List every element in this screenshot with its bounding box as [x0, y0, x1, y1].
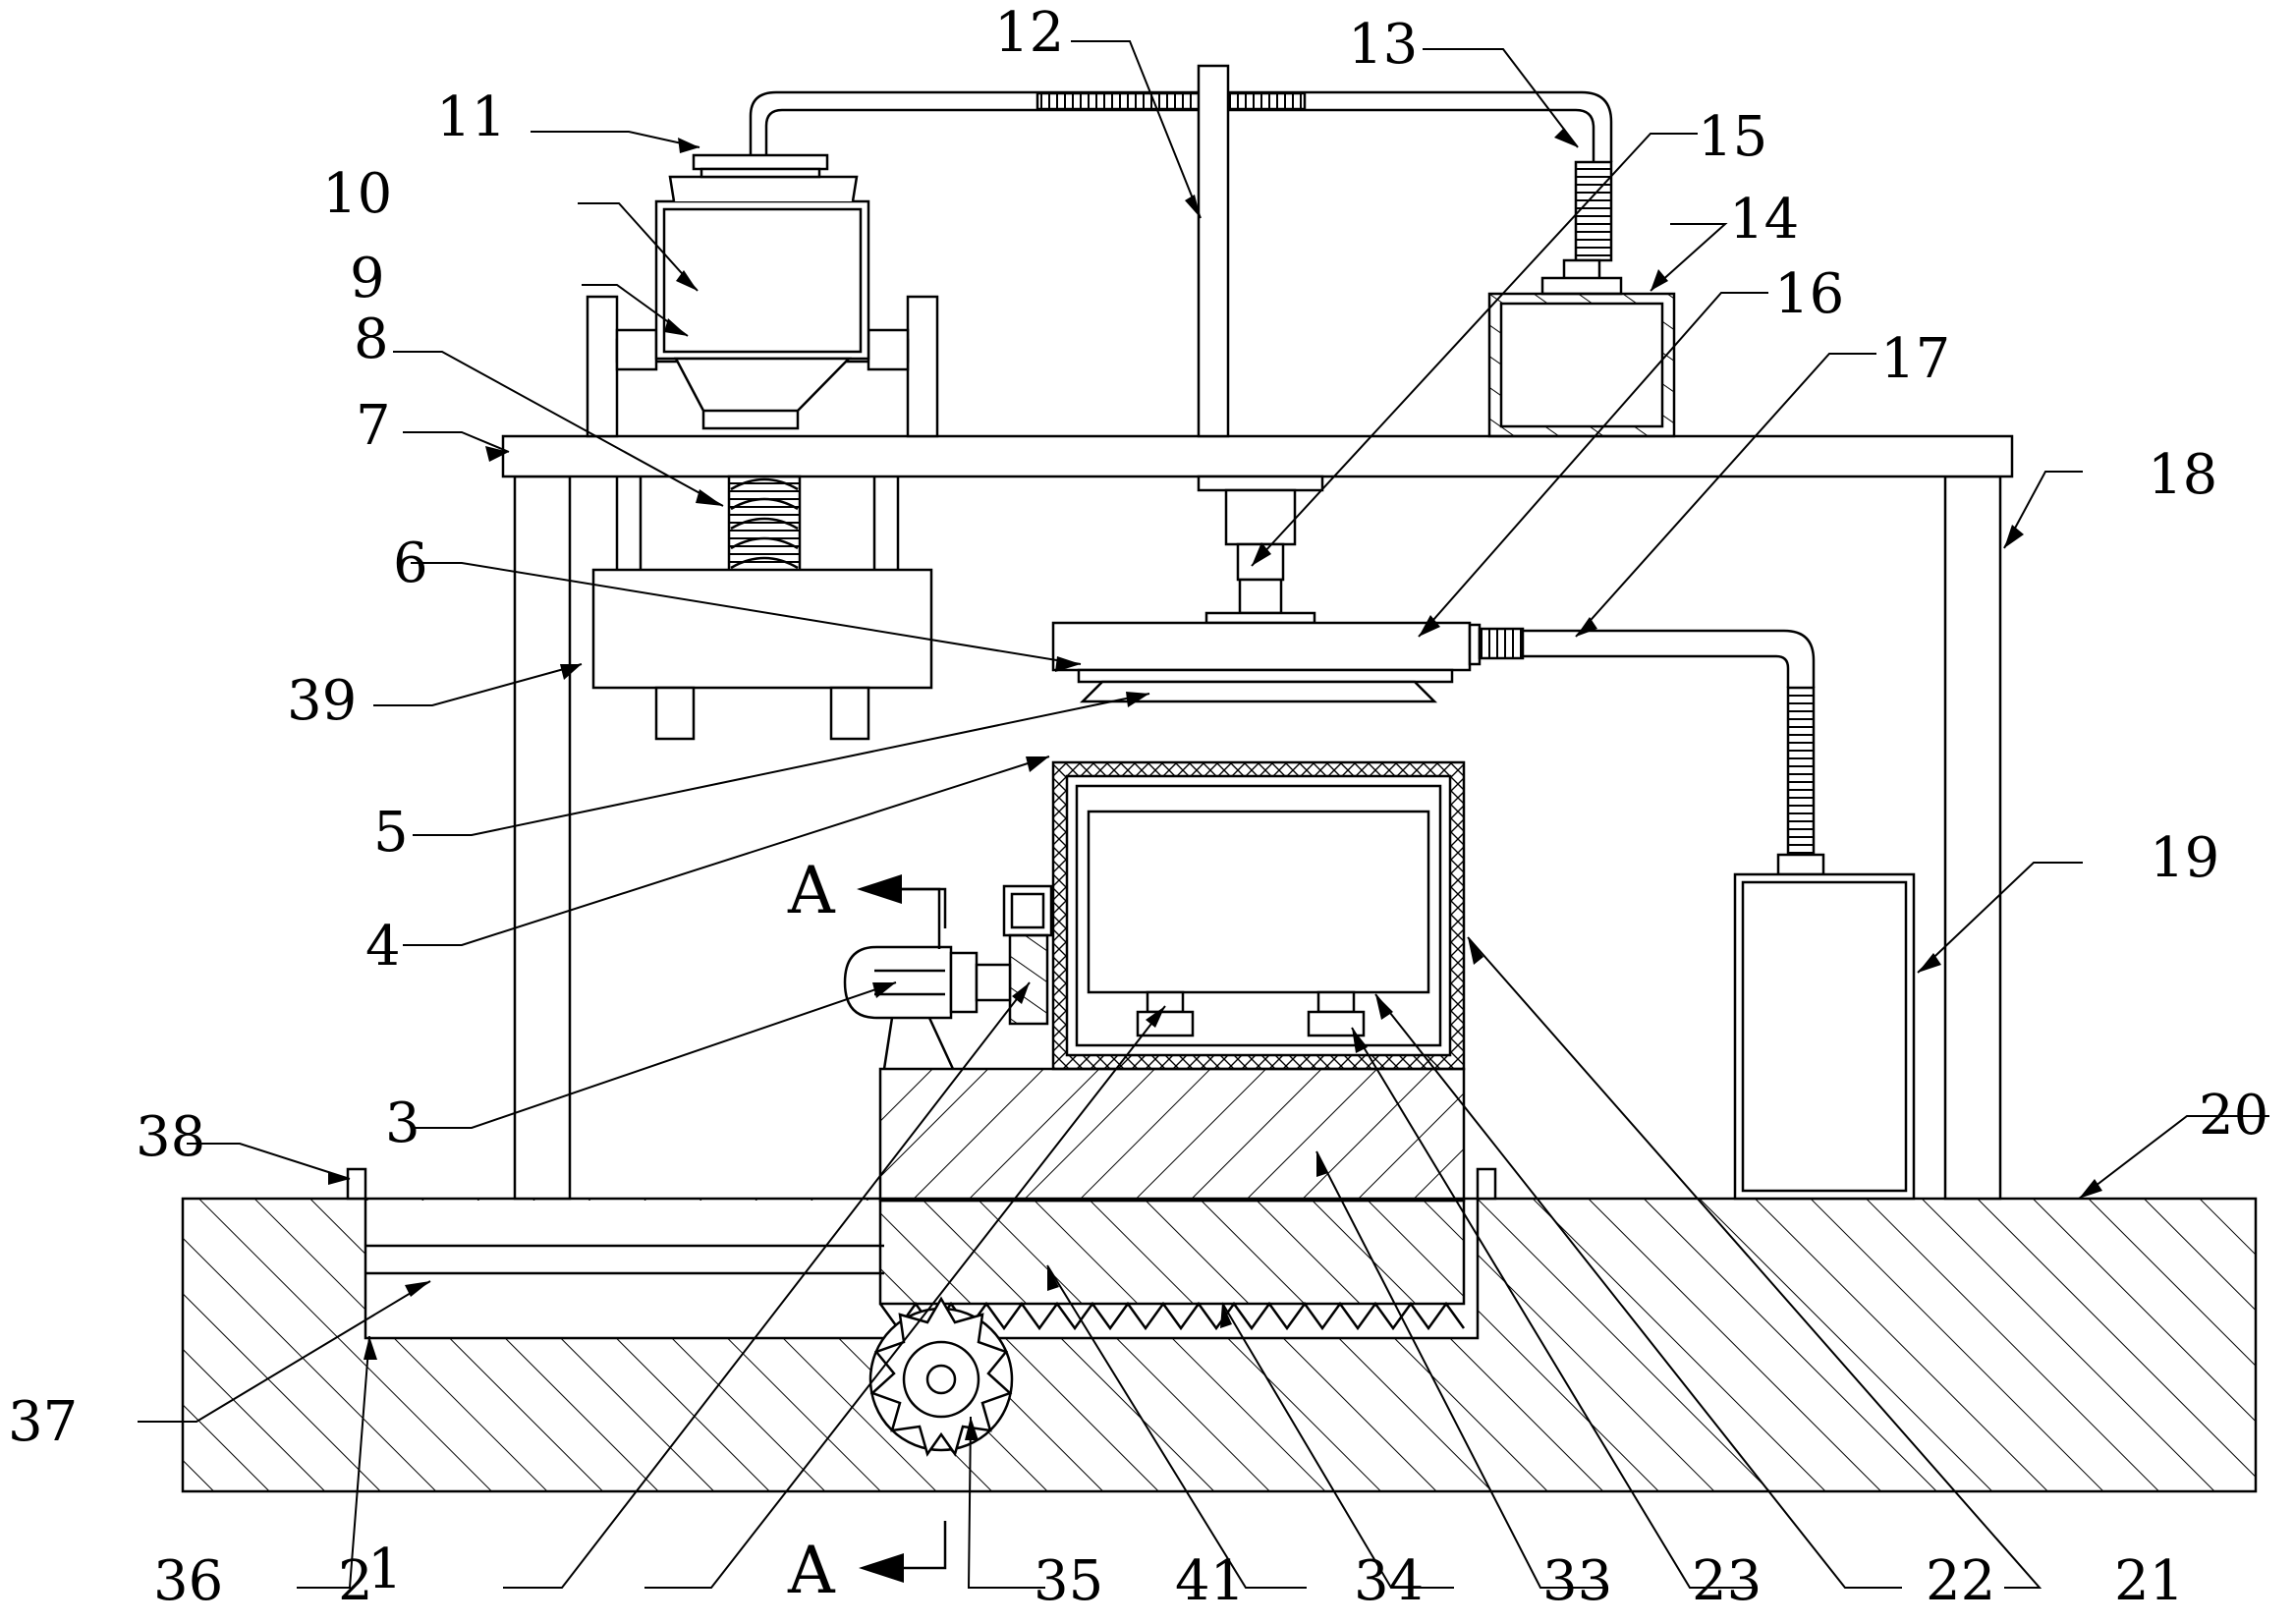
label-35: 35 — [1034, 1549, 1104, 1613]
label-33: 33 — [1542, 1549, 1613, 1613]
label-22: 22 — [1926, 1549, 1996, 1613]
section-mark-bottom: A — [788, 1533, 835, 1608]
label-41: 41 — [1175, 1549, 1246, 1613]
label-36: 36 — [153, 1549, 224, 1613]
label-18: 18 — [2148, 443, 2218, 507]
label-7: 7 — [356, 394, 391, 458]
leader-lines — [138, 40, 2269, 1589]
support-block — [878, 1067, 1466, 1203]
tank — [1733, 872, 1916, 1201]
label-15: 15 — [1698, 105, 1768, 169]
label-8: 8 — [354, 308, 389, 371]
label-13: 13 — [1348, 13, 1419, 77]
frame — [501, 434, 2014, 1201]
label-39: 39 — [287, 669, 358, 733]
label-4: 4 — [365, 915, 401, 979]
label-10: 10 — [322, 162, 393, 226]
label-14: 14 — [1729, 188, 1800, 252]
work-chamber — [1051, 760, 1466, 1071]
label-38: 38 — [136, 1105, 206, 1169]
label-16: 16 — [1774, 262, 1845, 326]
label-6: 6 — [393, 532, 428, 595]
spring-assembly — [591, 475, 933, 741]
label-9: 9 — [350, 247, 385, 310]
label-21: 21 — [2114, 1549, 2185, 1613]
arrowheads — [328, 128, 2102, 1583]
top-pipe — [749, 64, 1613, 438]
label-19: 19 — [2150, 826, 2220, 890]
motor — [843, 884, 1053, 1070]
label-12: 12 — [994, 1, 1065, 65]
spray-head — [1051, 475, 1825, 876]
label-20: 20 — [2199, 1084, 2269, 1148]
hopper-assembly — [586, 153, 939, 438]
pump-box — [1487, 258, 1676, 438]
label-37: 37 — [8, 1390, 79, 1454]
label-34: 34 — [1354, 1549, 1425, 1613]
label-5: 5 — [373, 801, 409, 865]
label-11: 11 — [436, 85, 507, 149]
section-mark-top: A — [788, 853, 835, 928]
section-markers — [902, 887, 947, 1570]
label-3: 3 — [385, 1092, 420, 1155]
label-1: 1 — [367, 1538, 403, 1601]
label-23: 23 — [1692, 1549, 1762, 1613]
label-2: 2 — [338, 1549, 373, 1613]
label-17: 17 — [1880, 327, 1951, 391]
